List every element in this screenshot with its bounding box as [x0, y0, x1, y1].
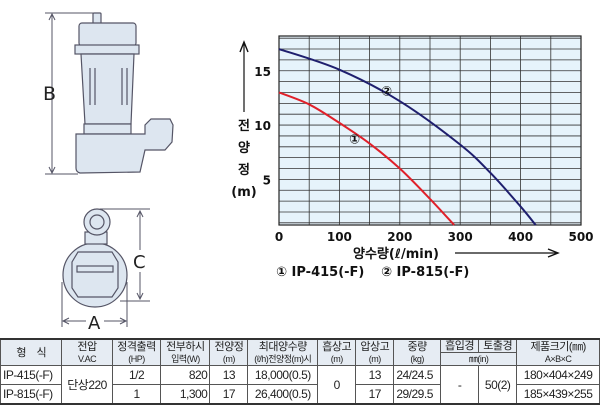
- x-tick-label: 500: [568, 230, 593, 244]
- pump-dimension-drawing: B C A: [43, 12, 174, 334]
- cell-weight: 24/24.5: [393, 365, 442, 385]
- series-line-2: [278, 48, 537, 226]
- x-ticks: 0 100 200 300 400 500: [275, 230, 594, 244]
- x-tick-label: 300: [448, 230, 473, 244]
- y-tick-label: 5: [263, 173, 271, 187]
- grid: [279, 36, 581, 225]
- label-b: B: [43, 83, 56, 105]
- dimension-b: [45, 12, 95, 175]
- y-axis-label-char: 정: [238, 162, 250, 178]
- y-axis-label: 전양정 (m): [231, 118, 256, 200]
- header-head: 전양정(m): [209, 338, 249, 366]
- cell-pressure-height: 13: [355, 365, 395, 385]
- cell-suction-height: 0: [317, 365, 357, 405]
- cell-pressure-height: 17: [355, 384, 395, 405]
- cell-input: 820: [160, 365, 211, 385]
- series-marker-label: ②: [381, 85, 392, 100]
- y-axis-label-char: 전: [238, 118, 250, 134]
- header-model: 형 식: [0, 338, 63, 366]
- cell-size: 185×439×255: [516, 384, 600, 405]
- y-tick-label: 15: [254, 65, 271, 79]
- table-row: IP-815(-F) 1 1,300 17 26,400(0.5) 17 29/…: [0, 384, 600, 405]
- header-size: 제품크기(㎜)A×B×C: [516, 338, 600, 366]
- cell-size: 180×404×249: [516, 365, 600, 385]
- dimensions-a-c: [61, 208, 150, 327]
- cell-suction-diameter: -: [440, 365, 480, 405]
- series-line-1: [278, 91, 455, 226]
- header-suction-diameter: 흡입경: [440, 338, 480, 353]
- x-tick-label: 100: [327, 230, 352, 244]
- pump-top-view: [62, 208, 128, 308]
- header-pressure-height: 압상고(m): [355, 338, 395, 366]
- cell-voltage: 단상220: [61, 365, 113, 405]
- header-suction-height: 흡상고(m): [317, 338, 357, 366]
- series-marker-label: ①: [349, 133, 360, 148]
- legend-item-ip415: ① IP-415(-F): [276, 265, 364, 280]
- label-a: A: [88, 313, 101, 334]
- cell-maxflow: 26,400(0.5): [247, 384, 319, 405]
- header-diameter-unit: ㎜(in): [440, 352, 518, 366]
- y-axis-arrow: [239, 40, 249, 112]
- cell-discharge-diameter: 50(2): [478, 365, 518, 405]
- x-axis-label: 양수량(ℓ/min): [353, 247, 439, 262]
- y-ticks: 5 10 15: [254, 65, 271, 188]
- cell-weight: 29/29.5: [393, 384, 442, 405]
- cell-head: 13: [209, 365, 249, 385]
- cell-model: IP-415(-F): [0, 365, 63, 385]
- y-tick-label: 10: [254, 119, 271, 133]
- label-c: C: [133, 252, 146, 273]
- cell-head: 17: [209, 384, 249, 405]
- pump-side-view: [74, 12, 174, 174]
- cell-output: 1/2: [111, 365, 162, 385]
- y-axis-label-char: (m): [231, 185, 256, 200]
- series: ①②: [278, 48, 537, 226]
- cell-model: IP-815(-F): [0, 384, 63, 405]
- x-tick-label: 0: [275, 230, 283, 244]
- x-tick-label: 400: [508, 230, 533, 244]
- header-weight: 중량(kg): [393, 338, 442, 366]
- x-tick-label: 200: [387, 230, 412, 244]
- table-row: IP-415(-F) 단상220 1/2 820 13 18,000(0.5) …: [0, 365, 600, 405]
- header-discharge-diameter: 토출경: [478, 338, 518, 353]
- header-output: 정격출력(HP): [111, 338, 162, 366]
- header-maxflow: 최대양수량(ℓ/h)전양정(m)시: [247, 338, 319, 366]
- cell-input: 1,300: [160, 384, 211, 405]
- legend-item-ip815: ② IP-815(-F): [381, 265, 469, 280]
- cell-maxflow: 18,000(0.5): [247, 365, 319, 385]
- x-axis-arrow: [455, 248, 560, 258]
- cell-output: 1: [111, 384, 162, 405]
- y-axis-label-char: 양: [238, 141, 250, 156]
